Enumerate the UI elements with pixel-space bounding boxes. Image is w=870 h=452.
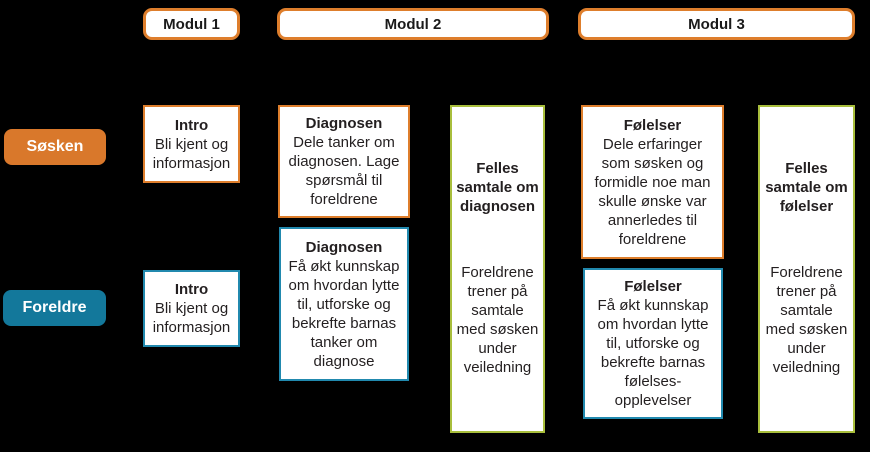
row-label-sosken: Søsken — [4, 129, 106, 165]
box-sosken-diagnosen: Diagnosen Dele tanker om diagnosen. Lage… — [278, 105, 410, 218]
box-foreldre-folelser: Følelser Få økt kunnskap om hvordan lytt… — [583, 268, 723, 419]
box-sosken-folelser: Følelser Dele erfaringer som søsken og f… — [581, 105, 724, 259]
header-modul-3-label: Modul 3 — [688, 15, 745, 33]
box-foreldre-folelser-body: Få økt kunnskap om hvordan lytte til, ut… — [597, 297, 709, 409]
header-modul-2: Modul 2 — [277, 8, 549, 40]
header-modul-1: Modul 1 — [143, 8, 240, 40]
box-sosken-diagnosen-body: Dele tanker om diagnosen. Lage spørsmål … — [288, 134, 400, 208]
header-modul-3: Modul 3 — [578, 8, 855, 40]
header-modul-2-label: Modul 2 — [384, 15, 442, 33]
box-felles-samtale-diagnosen-title: Felles samtale om diagnosen — [456, 160, 539, 215]
row-label-foreldre-text: Foreldre — [22, 299, 87, 316]
box-felles-samtale-diagnosen: Felles samtale om diagnosen Foreldrene t… — [450, 105, 545, 433]
row-label-foreldre: Foreldre — [3, 290, 106, 326]
box-felles-samtale-folelser: Felles samtale om følelser Foreldrene tr… — [758, 105, 855, 433]
box-foreldre-diagnosen: Diagnosen Få økt kunnskap om hvordan lyt… — [279, 227, 409, 381]
box-sosken-diagnosen-title: Diagnosen — [305, 115, 383, 132]
box-foreldre-folelser-title: Følelser — [624, 278, 682, 295]
header-modul-1-label: Modul 1 — [163, 15, 220, 33]
box-sosken-intro: Intro Bli kjent og informasjon — [143, 105, 240, 183]
box-sosken-intro-body: Bli kjent og informasjon — [152, 135, 231, 172]
box-felles-samtale-diagnosen-body: Foreldrene trener på samtale med søsken … — [456, 264, 539, 376]
box-felles-samtale-folelser-body: Foreldrene trener på samtale med søsken … — [765, 264, 848, 376]
box-foreldre-diagnosen-title: Diagnosen — [305, 238, 383, 256]
box-sosken-folelser-body: Dele erfaringer som søsken og formidle n… — [594, 135, 711, 248]
box-sosken-intro-title: Intro — [174, 116, 209, 134]
box-foreldre-intro-title: Intro — [174, 281, 209, 298]
box-foreldre-intro: Intro Bli kjent og informasjon — [143, 270, 240, 347]
box-foreldre-diagnosen-body: Få økt kunnskap om hvordan lytte til, ut… — [288, 257, 400, 370]
row-label-sosken-text: Søsken — [26, 138, 84, 155]
box-sosken-folelser-title: Følelser — [623, 116, 682, 134]
box-foreldre-intro-body: Bli kjent og informasjon — [152, 300, 231, 336]
box-felles-samtale-folelser-title: Felles samtale om følelser — [765, 160, 848, 215]
